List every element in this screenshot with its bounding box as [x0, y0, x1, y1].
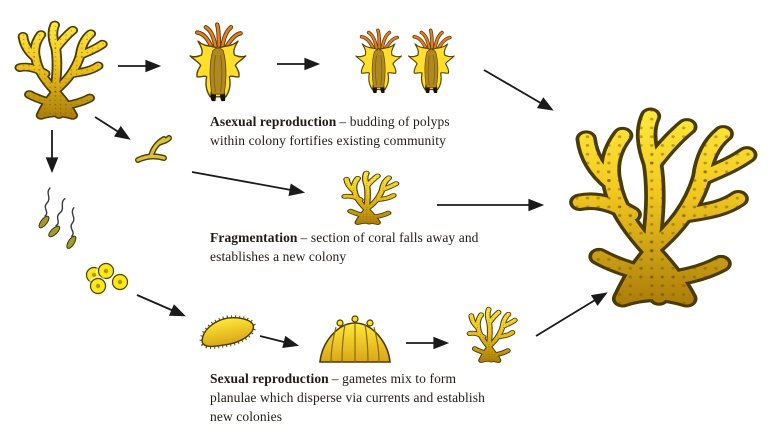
coral-polyp-pair-icon — [354, 28, 456, 95]
caption-sexual-body: – gametes mix to form planulae which dis… — [210, 371, 485, 424]
caption-asexual-body: – budding of polyps within colony fortif… — [210, 114, 450, 148]
settled-polyp-dome-icon — [319, 315, 391, 363]
planula-larva-icon — [199, 315, 256, 349]
caption-fragmentation-body: – section of coral falls away and establ… — [210, 230, 479, 264]
flow-arrow — [483, 69, 554, 111]
source-coral-colony-icon — [6, 12, 112, 118]
broken-fragment-icon — [135, 135, 172, 163]
mature-coral-colony-icon — [552, 90, 766, 304]
sperm-gametes-icon — [36, 187, 80, 251]
caption-asexual-heading: Asexual reproduction — [210, 114, 337, 129]
flow-arrow — [94, 116, 131, 140]
coral-polyp-icon — [186, 22, 250, 102]
flow-arrow — [136, 294, 186, 317]
caption-sexual-heading: Sexual reproduction — [210, 371, 329, 386]
caption-asexual: Asexual reproduction– budding of polyps … — [210, 112, 488, 150]
caption-fragmentation-heading: Fragmentation — [210, 230, 298, 245]
flow-arrow — [535, 292, 608, 337]
caption-sexual: Sexual reproduction– gametes mix to form… — [210, 369, 488, 426]
caption-fragmentation: Fragmentation– section of coral falls aw… — [210, 228, 488, 266]
juvenile-coral-colony-icon — [462, 302, 520, 362]
egg-gametes-icon — [83, 260, 131, 297]
flow-arrow — [191, 171, 306, 196]
flow-arrow — [259, 335, 300, 349]
small-coral-colony-icon — [336, 166, 402, 224]
